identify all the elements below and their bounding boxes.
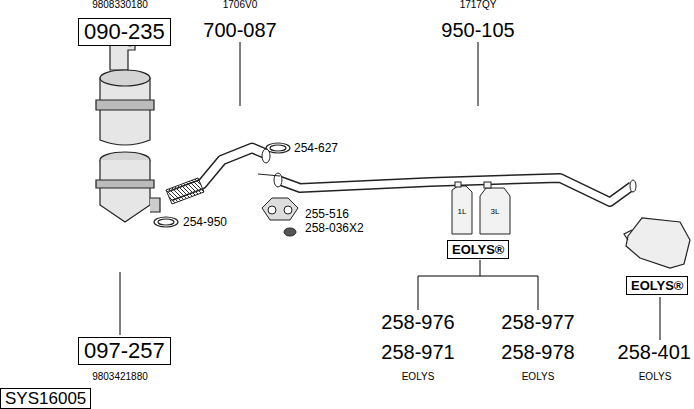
label: 254-627: [294, 142, 338, 154]
label: 1706V0: [223, 0, 257, 10]
callout-number: 258-977: [501, 312, 574, 332]
label: EOLYS: [639, 372, 672, 382]
label: 1717QY: [460, 0, 497, 10]
callout-number: 258-971: [381, 342, 454, 362]
label: EOLYS: [522, 372, 555, 382]
part-number: SYS16005: [5, 390, 86, 407]
part-number-box: EOLYS®: [447, 240, 509, 259]
label: EOLYS: [402, 372, 435, 382]
callout-number: 700-087: [203, 20, 276, 40]
label: 1L: [458, 208, 467, 216]
label: 258-036X2: [305, 222, 364, 234]
part-number-box: 097-257: [78, 337, 171, 365]
callout-number: 950-105: [441, 20, 514, 40]
label: 3L: [491, 208, 500, 216]
label: 254-950: [183, 216, 227, 228]
label: 9808330180: [92, 0, 148, 10]
callout-number: 258-401: [618, 342, 691, 362]
part-number-box: SYS16005: [0, 388, 91, 409]
part-number-box: 090-235: [78, 18, 171, 46]
part-number: 097-257: [84, 340, 165, 362]
part-number: 090-235: [84, 21, 165, 43]
part-number-box: EOLYS®: [626, 276, 688, 295]
label: 255-516: [305, 208, 349, 220]
callout-number: 258-976: [381, 312, 454, 332]
part-number: EOLYS®: [452, 243, 504, 256]
callout-number: 258-978: [501, 342, 574, 362]
label: 9803421880: [92, 372, 148, 382]
part-number: EOLYS®: [631, 279, 683, 292]
